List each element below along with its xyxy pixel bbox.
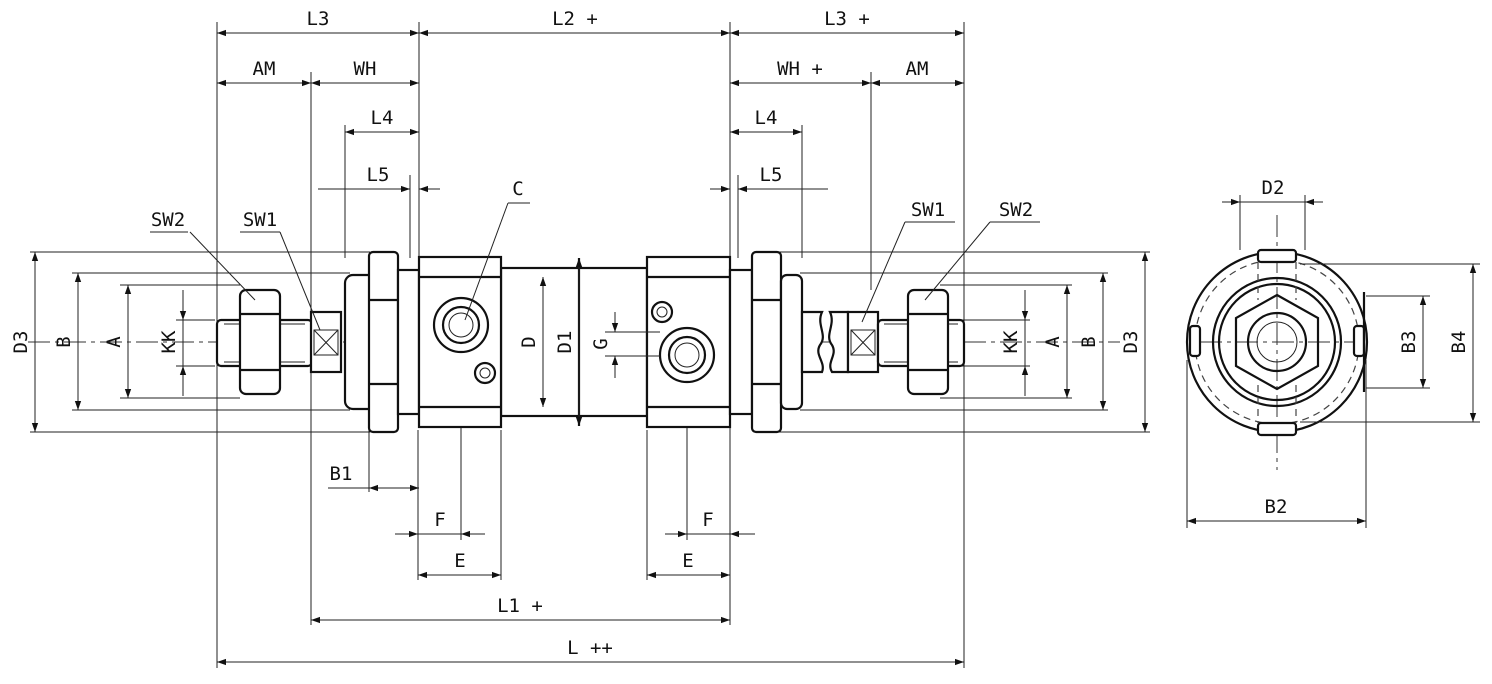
label-kk-right: KK — [1000, 330, 1022, 353]
label-l3-right: L3 + — [824, 8, 870, 30]
label-wh-left: WH — [354, 58, 377, 80]
label-am-left: AM — [253, 58, 276, 80]
label-kk-left: KK — [158, 330, 180, 353]
label-l4-right: L4 — [755, 107, 778, 129]
label-l3-left: L3 — [307, 8, 330, 30]
side-view — [28, 22, 1150, 668]
label-sw1-left: SW1 — [243, 209, 277, 231]
label-wh-right: WH + — [777, 58, 823, 80]
label-g: G — [590, 338, 612, 349]
label-am-right: AM — [906, 58, 929, 80]
label-l1: L1 + — [497, 595, 543, 617]
label-l: L ++ — [567, 637, 613, 659]
label-b3: B3 — [1398, 331, 1420, 354]
label-l2: L2 + — [552, 8, 598, 30]
label-b4: B4 — [1448, 331, 1470, 354]
dimension-labels: L3 L2 + L3 + AM WH WH + AM L4 L4 L5 L5 C… — [10, 8, 1470, 659]
label-b-right: B — [1078, 336, 1100, 347]
label-e-left: E — [454, 550, 465, 572]
label-l4-left: L4 — [371, 107, 394, 129]
label-b-left: B — [53, 336, 75, 347]
label-l5-right: L5 — [760, 164, 783, 186]
label-a-right: A — [1042, 336, 1064, 348]
label-c: C — [512, 178, 523, 200]
label-b1: B1 — [330, 463, 353, 485]
label-l5-left: L5 — [367, 164, 390, 186]
label-e-right: E — [682, 550, 693, 572]
label-d: D — [518, 336, 540, 347]
label-f-left: F — [434, 509, 445, 531]
dimension-lines — [31, 29, 1477, 666]
label-d3-right: D3 — [1120, 331, 1142, 354]
label-a-left: A — [103, 336, 125, 348]
label-f-right: F — [702, 509, 713, 531]
label-sw2-left: SW2 — [151, 209, 185, 231]
label-sw2-right: SW2 — [999, 199, 1033, 221]
label-sw1-right: SW1 — [911, 199, 945, 221]
label-d1: D1 — [554, 331, 576, 354]
label-d2: D2 — [1262, 177, 1285, 199]
label-b2: B2 — [1265, 496, 1288, 518]
label-d3-left: D3 — [10, 331, 32, 354]
end-view — [1185, 195, 1480, 528]
